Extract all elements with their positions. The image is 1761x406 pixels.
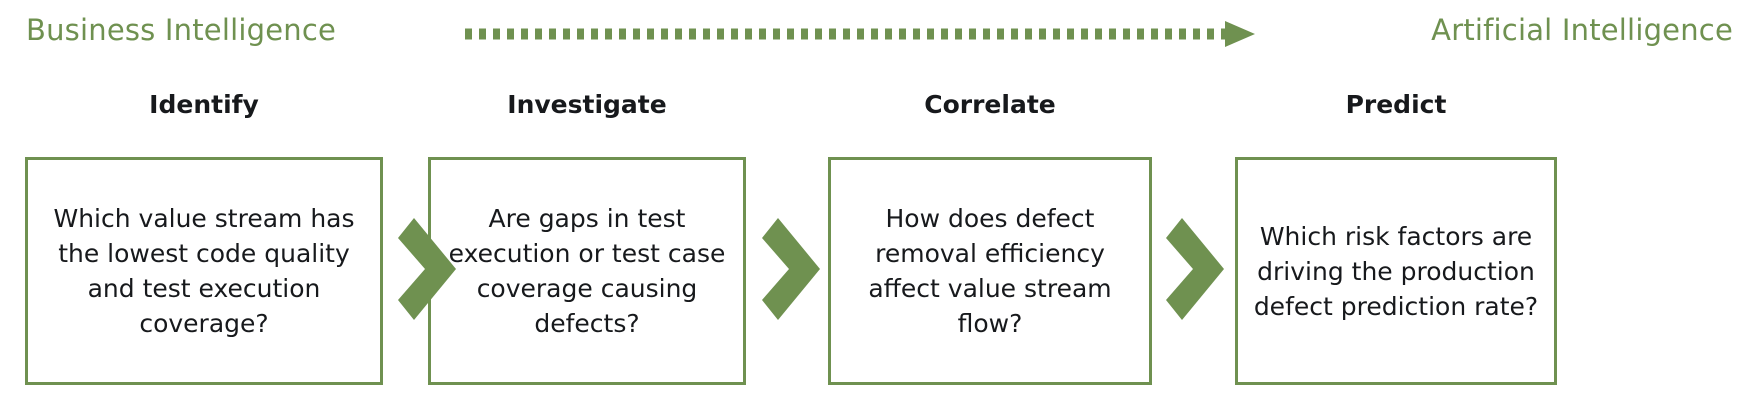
step-question-text: How does defect removal efficiency affec… xyxy=(868,204,1112,338)
chevron-svg xyxy=(1166,218,1224,320)
step-question-box: How does defect removal efficiency affec… xyxy=(828,157,1152,385)
step-investigate: Investigate Are gaps in test execution o… xyxy=(428,88,746,385)
step-title: Investigate xyxy=(507,90,667,119)
step-question-text: Are gaps in test execution or test case … xyxy=(448,204,726,338)
chevron-right-icon xyxy=(1166,218,1224,320)
maturity-axis-header: Business Intelligence Artificial Intelli… xyxy=(0,0,1761,66)
step-question-box: Are gaps in test execution or test case … xyxy=(428,157,746,385)
axis-end-label: Artificial Intelligence xyxy=(1431,13,1733,47)
step-title: Correlate xyxy=(924,90,1056,119)
chevron-shape xyxy=(398,218,456,320)
chevron-svg xyxy=(398,218,456,320)
chevron-right-icon xyxy=(762,218,820,320)
dotted-progress-arrow xyxy=(463,20,1255,48)
step-question-box: Which risk factors are driving the produ… xyxy=(1235,157,1557,385)
step-question-box: Which value stream has the lowest code q… xyxy=(25,157,383,385)
step-title: Identify xyxy=(149,90,259,119)
step-question-text: Which value stream has the lowest code q… xyxy=(53,204,355,338)
step-question-text: Which risk factors are driving the produ… xyxy=(1253,221,1539,321)
step-predict: Predict Which risk factors are driving t… xyxy=(1235,88,1557,385)
arrowhead-icon xyxy=(1225,21,1255,47)
step-correlate: Correlate How does defect removal effici… xyxy=(828,88,1152,385)
chevron-svg xyxy=(762,218,820,320)
chevron-shape xyxy=(1166,218,1224,320)
step-title: Predict xyxy=(1345,90,1447,119)
step-identify: Identify Which value stream has the lowe… xyxy=(25,88,383,385)
axis-start-label: Business Intelligence xyxy=(26,13,337,47)
chevron-right-icon xyxy=(398,218,456,320)
chevron-shape xyxy=(762,218,820,320)
dotted-arrow-svg xyxy=(465,21,1255,47)
